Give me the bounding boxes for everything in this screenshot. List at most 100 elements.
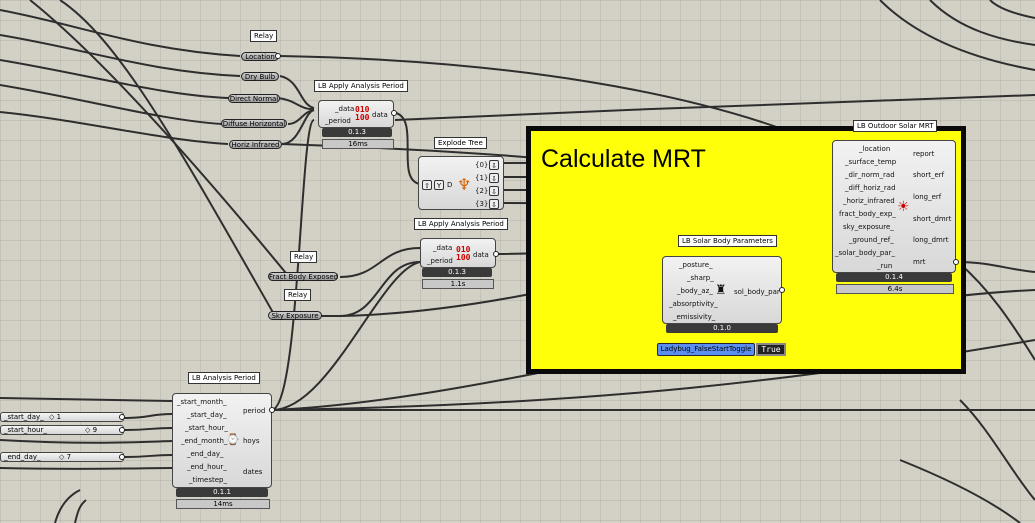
slider-output-port[interactable] <box>119 427 125 433</box>
slider-value-text: 7 <box>66 453 72 461</box>
slider-start-day-value[interactable]: ◇ 1 <box>49 413 62 421</box>
sbp-in-absorptivity: _absorptivity_ <box>669 300 718 308</box>
apply2-output-data: data <box>473 251 489 259</box>
explode-filter-icon[interactable]: Y <box>434 180 444 190</box>
mrt-in-ground-ref: _ground_ref_ <box>849 236 894 244</box>
solar-body-parameters-component[interactable]: _posture_ _sharp_ _body_az_ _absorptivit… <box>662 256 782 324</box>
slider-start-hour-value[interactable]: ◇ 9 <box>85 426 98 434</box>
analysis-version: 0.1.1 <box>176 488 268 497</box>
wire <box>0 439 173 444</box>
wire <box>957 261 1035 273</box>
apply1-input-period: _period <box>325 117 351 125</box>
mrt-in-surface-temp: _surface_temp <box>845 158 897 166</box>
apply2-output-port[interactable] <box>493 251 499 257</box>
explode-out-3-icon[interactable]: ⇩ <box>489 199 499 209</box>
wire <box>54 489 81 523</box>
apply2-input-period: _period <box>427 257 453 265</box>
sbp-in-emissivity: _emissivity_ <box>673 313 716 321</box>
wire <box>0 84 223 125</box>
relay-tag-fract: Relay <box>290 251 318 263</box>
apply2-input-data: _data <box>433 244 453 252</box>
sbp-output-port[interactable] <box>779 287 785 293</box>
tree-icon: ♆ <box>457 175 472 194</box>
wire <box>277 97 315 111</box>
toggle-value-true[interactable]: True <box>756 343 786 356</box>
analysis-time: 14ms <box>176 499 270 509</box>
relay-direct-normal[interactable]: Direct Normal <box>228 94 280 103</box>
outdoor-solar-mrt-component[interactable]: _location _surface_temp _dir_norm_rad _d… <box>832 140 956 273</box>
wire <box>899 459 1021 523</box>
ap-in-end-month: _end_month_ <box>181 437 228 445</box>
calendar-icon: ⌚ <box>226 433 240 446</box>
mrt-out-mrt: mrt <box>913 258 926 266</box>
body-radiation-icon: ☀ <box>897 199 910 215</box>
analysis-period-component[interactable]: _start_month_ _start_day_ _start_hour_ _… <box>172 393 272 488</box>
slider-start-day-name: _start_day_ <box>4 413 44 421</box>
explode-add-icon[interactable]: ⇧ <box>422 180 432 190</box>
mrt-in-location: _location <box>859 145 891 153</box>
ap-out-dates: dates <box>243 468 263 476</box>
slider-start-day[interactable]: _start_day_ ◇ 1 <box>0 412 124 422</box>
explode-out-1-icon[interactable]: ⇩ <box>489 173 499 183</box>
wire <box>0 34 241 77</box>
explode-out-0: {0} <box>475 161 489 169</box>
wire <box>123 427 173 431</box>
wire <box>123 413 173 419</box>
group-title: Calculate MRT <box>541 145 706 173</box>
slider-output-port[interactable] <box>119 414 125 420</box>
relay-sky-exposure[interactable]: Sky Exposure <box>268 311 322 320</box>
wire <box>959 399 1035 501</box>
relay-location-output-port[interactable] <box>275 53 281 59</box>
apply1-output-port[interactable] <box>391 110 397 116</box>
false-start-toggle[interactable]: Ladybug_FalseStartToggle <box>657 343 755 356</box>
mrt-output-port[interactable] <box>953 259 959 265</box>
wire <box>957 261 1035 361</box>
mrt-in-fract-body-exp: fract_body_exp_ <box>839 210 896 218</box>
wire <box>339 247 421 278</box>
ap-period-output-port[interactable] <box>269 407 275 413</box>
relay-fract-body-exposed[interactable]: Fract Body Exposed <box>268 272 339 281</box>
sbp-in-sharp: _sharp_ <box>687 274 714 282</box>
explode-out-2-icon[interactable]: ⇩ <box>489 186 499 196</box>
apply2-time: 1.1s <box>422 279 494 289</box>
explode-out-3: {3} <box>475 200 489 208</box>
apply2-title: LB Apply Analysis Period <box>414 218 508 230</box>
person-icon: ♜ <box>715 283 727 298</box>
wire <box>279 55 831 149</box>
mrt-version: 0.1.4 <box>836 273 952 282</box>
explode-tree-component[interactable]: ⇧ Y D ♆ {0} {1} {2} {3} ⇩ ⇩ ⇩ ⇩ <box>418 156 504 210</box>
ap-in-end-hour: _end_hour_ <box>187 463 227 471</box>
mrt-in-solar-body-par: _solar_body_par_ <box>835 249 895 257</box>
apply1-input-data: _data <box>335 105 355 113</box>
mrt-out-short-erf: short_erf <box>913 171 945 179</box>
relay-tag-location: Relay <box>250 30 278 42</box>
ap-in-start-day: _start_day_ <box>187 411 227 419</box>
slider-start-hour-name: _start_hour_ <box>4 426 47 434</box>
wire <box>271 119 315 411</box>
wire <box>989 0 1035 19</box>
relay-diffuse-horizontal[interactable]: Diffuse Horizontal <box>221 119 287 128</box>
relay-dry-bulb[interactable]: Dry Bulb <box>241 72 279 81</box>
apply1-version: 0.1.3 <box>322 128 392 137</box>
explode-out-0-icon[interactable]: ⇩ <box>489 160 499 170</box>
analysis-title: LB Analysis Period <box>188 372 260 384</box>
wire <box>879 0 1035 71</box>
wire <box>0 467 173 470</box>
ap-out-period: period <box>243 407 266 415</box>
slider-end-day-value[interactable]: ◇ 7 <box>59 453 72 461</box>
wire <box>0 397 173 402</box>
slider-start-hour[interactable]: _start_hour_ ◇ 9 <box>0 425 124 435</box>
relay-horiz-infrared[interactable]: Horiz Infrared <box>229 140 282 149</box>
mrt-in-diff-horiz-rad: _diff_horiz_rad <box>845 184 896 192</box>
sbp-in-posture: _posture_ <box>679 261 713 269</box>
slider-end-day[interactable]: _end_day_ ◇ 7 <box>0 452 124 462</box>
wire <box>271 261 421 411</box>
slider-output-port[interactable] <box>119 454 125 460</box>
sbp-in-body-az: _body_az_ <box>677 287 713 295</box>
relay-location[interactable]: Location <box>241 52 279 61</box>
mrt-in-sky-exposure: sky_exposure_ <box>843 223 894 231</box>
